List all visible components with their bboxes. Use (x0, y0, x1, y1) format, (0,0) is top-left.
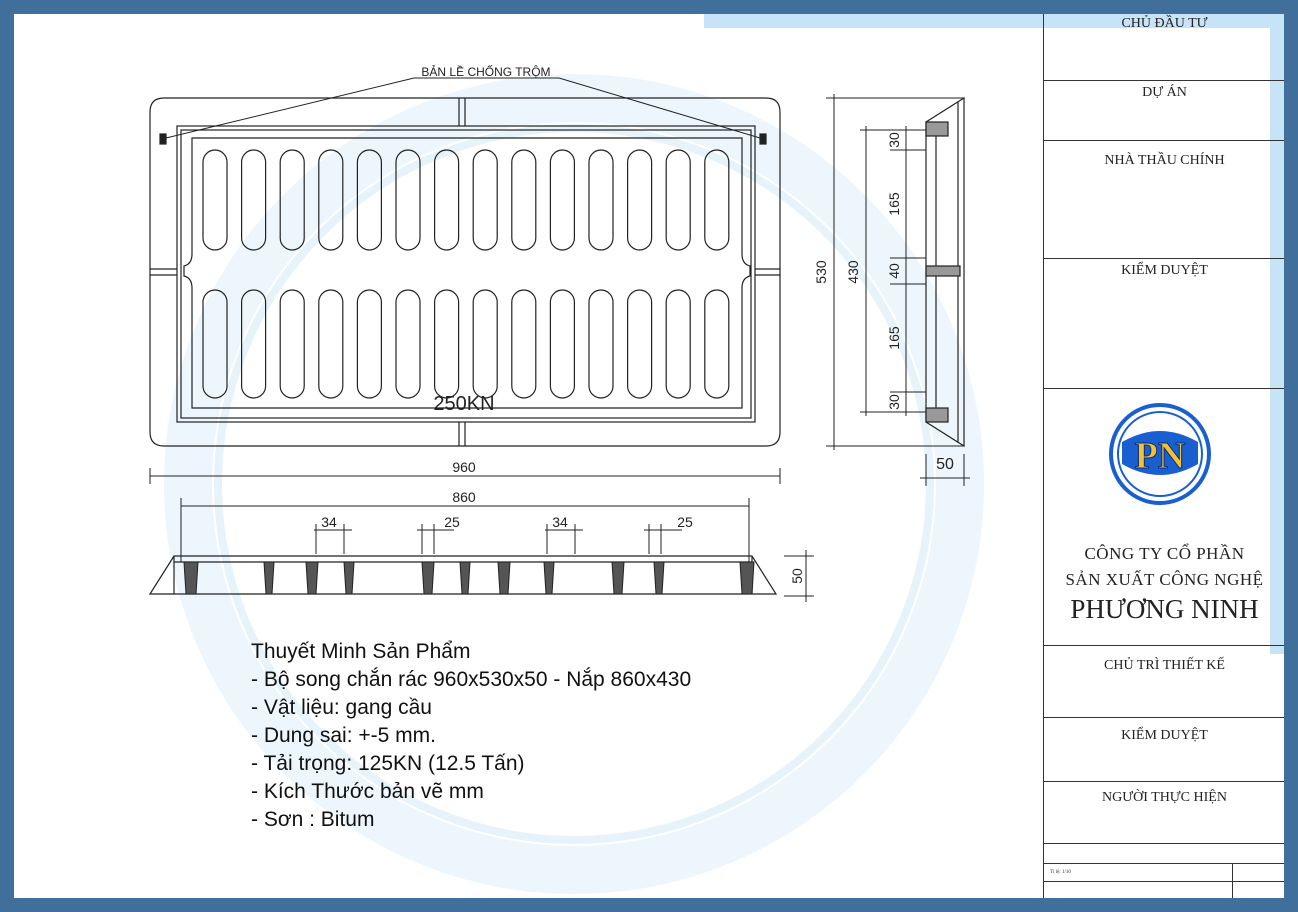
notes-line: - Dung sai: +-5 mm. (251, 724, 436, 747)
dim-165-bottom: 165 (886, 326, 902, 350)
tb-main-contractor: NHÀ THẦU CHÍNH (1044, 141, 1284, 259)
grate-slot (434, 289, 460, 399)
side-dimensions (826, 94, 970, 486)
dim-rib-25-a: 25 (444, 514, 460, 530)
grate-slot (626, 149, 653, 251)
dim-rib-25-b: 25 (677, 514, 693, 530)
dim-side-depth: 50 (936, 456, 954, 473)
grate-slot (588, 289, 614, 399)
notes-line: - Bộ song chắn rác 960x530x50 - Nắp 860x… (251, 668, 692, 691)
dim-430: 430 (845, 260, 861, 284)
scale-label: Tỉ lệ: 1/10 (1050, 870, 1071, 875)
load-rating-label: 250KN (433, 393, 494, 415)
tb-project: DỰ ÁN (1044, 81, 1284, 141)
notes-line: - Vật liệu: gang cầu (251, 696, 432, 719)
watermark-ring-inner (214, 124, 934, 844)
dim-40: 40 (886, 263, 902, 279)
grate-slot (202, 289, 228, 399)
plan-view (149, 97, 781, 447)
title-block: CHỦ ĐẦU TƯ DỰ ÁN NHÀ THẦU CHÍNH KIỂM DUY… (1043, 14, 1284, 898)
tb-review-2: KIỂM DUYỆT (1044, 718, 1284, 782)
logo-text: PN (1135, 435, 1186, 477)
grate-slot (511, 149, 537, 251)
dim-860: 860 (452, 489, 476, 505)
section-rib (611, 561, 625, 595)
tb-design-lead: CHỦ TRÌ THIẾT KẾ (1044, 646, 1284, 718)
grate-slot (511, 289, 537, 399)
side-section (925, 96, 965, 448)
grate-slot (626, 289, 653, 399)
section-rib (343, 561, 355, 595)
notes-line: - Tải trọng: 125KN (12.5 Tấn) (251, 752, 525, 775)
corner-accent-right (1270, 14, 1284, 654)
grate-slot (472, 289, 498, 399)
dim-530: 530 (813, 260, 829, 284)
grate-slot (588, 149, 614, 251)
section-rib (497, 561, 511, 595)
company-name: PHƯƠNG NINH (1070, 594, 1259, 624)
width-dimensions (149, 468, 781, 562)
grate-slot (665, 289, 691, 399)
drawing-sheet: BẢN LỀ CHỐNG TRỘM 250KN 960 860 34 (14, 14, 1284, 898)
corner-accent (704, 14, 1284, 28)
dim-960: 960 (452, 459, 476, 475)
tb-company-cell (1044, 389, 1284, 646)
tb-review-1: KIỂM DUYỆT (1044, 259, 1284, 389)
dim-30-top: 30 (886, 132, 902, 148)
dim-rib-34-a: 34 (321, 514, 337, 530)
company-line-2: SẢN XUẤT CÔNG NGHỆ (1065, 570, 1264, 589)
section-rib (183, 561, 199, 595)
hinge-callout (165, 77, 761, 139)
grate-slot (395, 149, 421, 251)
hinge-label: BẢN LỀ CHỐNG TRỘM (421, 64, 550, 79)
grate-slot (549, 149, 576, 251)
section-rib (653, 561, 665, 595)
product-notes: Thuyết Minh Sản Phẩm - Bộ song chắn rác … (251, 638, 691, 834)
company-name-block: CÔNG TY CỔ PHẦN SẢN XUẤT CÔNG NGHỆ PHƯƠN… (1044, 544, 1284, 625)
tb-owner: CHỦ ĐẦU TƯ (1044, 14, 1284, 81)
grate-slot (665, 149, 691, 251)
grate-slot (704, 289, 730, 399)
dim-front-depth: 50 (789, 568, 805, 584)
dim-rib-34-b: 34 (552, 514, 568, 530)
notes-title: Thuyết Minh Sản Phẩm (251, 640, 471, 663)
notes-line: - Sơn : Bitum (251, 808, 375, 831)
grate-slot (434, 149, 460, 251)
dim-30-bottom: 30 (886, 394, 902, 410)
section-rib (263, 561, 275, 595)
grate-slots (202, 149, 730, 399)
grate-slot (472, 149, 498, 251)
grate-slot (279, 149, 305, 251)
grate-slot (318, 149, 344, 251)
company-logo: PN (1109, 403, 1211, 505)
section-ribs (183, 561, 755, 595)
technical-drawing: BẢN LỀ CHỐNG TRỘM 250KN 960 860 34 (148, 64, 970, 602)
grate-slot (704, 149, 730, 251)
grate-slot (549, 289, 576, 399)
dim-165-top: 165 (886, 192, 902, 216)
grate-slot (356, 289, 382, 399)
grate-slot (241, 149, 267, 251)
tb-performer: NGƯỜI THỰC HIỆN (1044, 782, 1284, 844)
grate-slot (318, 289, 344, 399)
section-rib (421, 561, 435, 595)
section-rib (543, 561, 555, 595)
company-line-1: CÔNG TY CỔ PHẦN (1084, 544, 1245, 563)
notes-line: - Kích Thước bản vẽ mm (251, 780, 484, 803)
grate-slot (241, 289, 267, 399)
grate-slot (395, 289, 421, 399)
grate-slot (356, 149, 382, 251)
tb-scale-row (1044, 864, 1284, 898)
section-rib (305, 561, 319, 595)
section-rib (459, 561, 471, 595)
section-rib (739, 561, 755, 595)
tb-blank-row (1044, 844, 1284, 864)
rib-dimensions (314, 524, 814, 602)
grate-slot (279, 289, 305, 399)
grate-slot (202, 149, 228, 251)
